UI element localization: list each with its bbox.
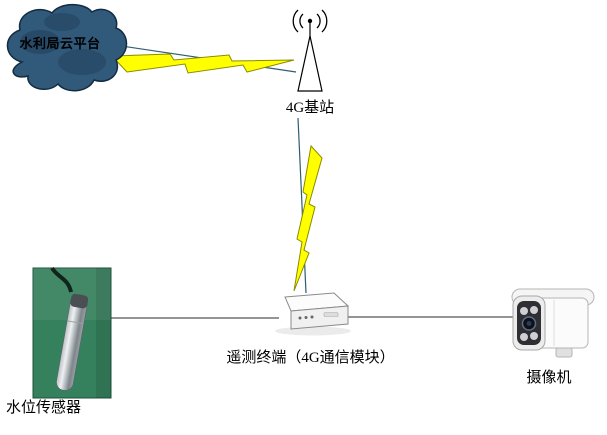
antenna-emitter-dot <box>307 18 313 24</box>
terminal-led <box>310 315 314 319</box>
cloud-shade-blob <box>58 49 106 75</box>
ir-led-icon <box>530 332 538 340</box>
camera-lens-pupil <box>526 321 532 326</box>
sensor-label: 水位传感器 <box>6 400 82 416</box>
sensor-photo-shadow <box>96 268 111 398</box>
terminal-led <box>304 316 308 319</box>
sensor-photo <box>32 266 112 399</box>
cloud-shape <box>6 3 128 92</box>
camera-mount-bracket <box>555 347 573 358</box>
ir-led-icon <box>520 307 528 315</box>
radio-wave-icon <box>292 9 299 33</box>
radio-wave-icon <box>299 13 304 29</box>
cloud-icon <box>6 3 128 92</box>
sensor-cable <box>50 266 73 293</box>
terminal-shadow <box>275 326 351 336</box>
terminal-led <box>298 316 302 320</box>
base-station-icon <box>292 9 328 92</box>
radio-wave-icon <box>321 9 328 33</box>
antenna-cone <box>297 35 323 92</box>
camera-label: 摄像机 <box>526 370 572 386</box>
ir-led-icon <box>520 333 528 341</box>
cloud-shade-blob <box>20 30 60 54</box>
cloud-shade-blob <box>44 13 80 31</box>
terminal-front-face <box>290 305 349 330</box>
ir-led-icon <box>530 306 538 314</box>
sensor-probe-connector <box>70 293 89 309</box>
terminal-device-icon <box>275 292 351 336</box>
camera-device-icon <box>511 288 595 358</box>
lightning-bolt-basestation-terminal <box>293 144 323 292</box>
cloud-label: 水利局云平台 <box>19 36 101 51</box>
terminal-label: 遥测终端（4G通信模块） <box>226 350 395 366</box>
lightning-bolt-cloud-basestation <box>110 53 295 74</box>
sensor-probe-seam <box>67 320 84 325</box>
sensor-probe <box>56 293 89 391</box>
radio-wave-icon <box>316 13 321 29</box>
base-station-label: 4G基站 <box>285 100 335 116</box>
terminal-port-slot <box>323 312 339 317</box>
